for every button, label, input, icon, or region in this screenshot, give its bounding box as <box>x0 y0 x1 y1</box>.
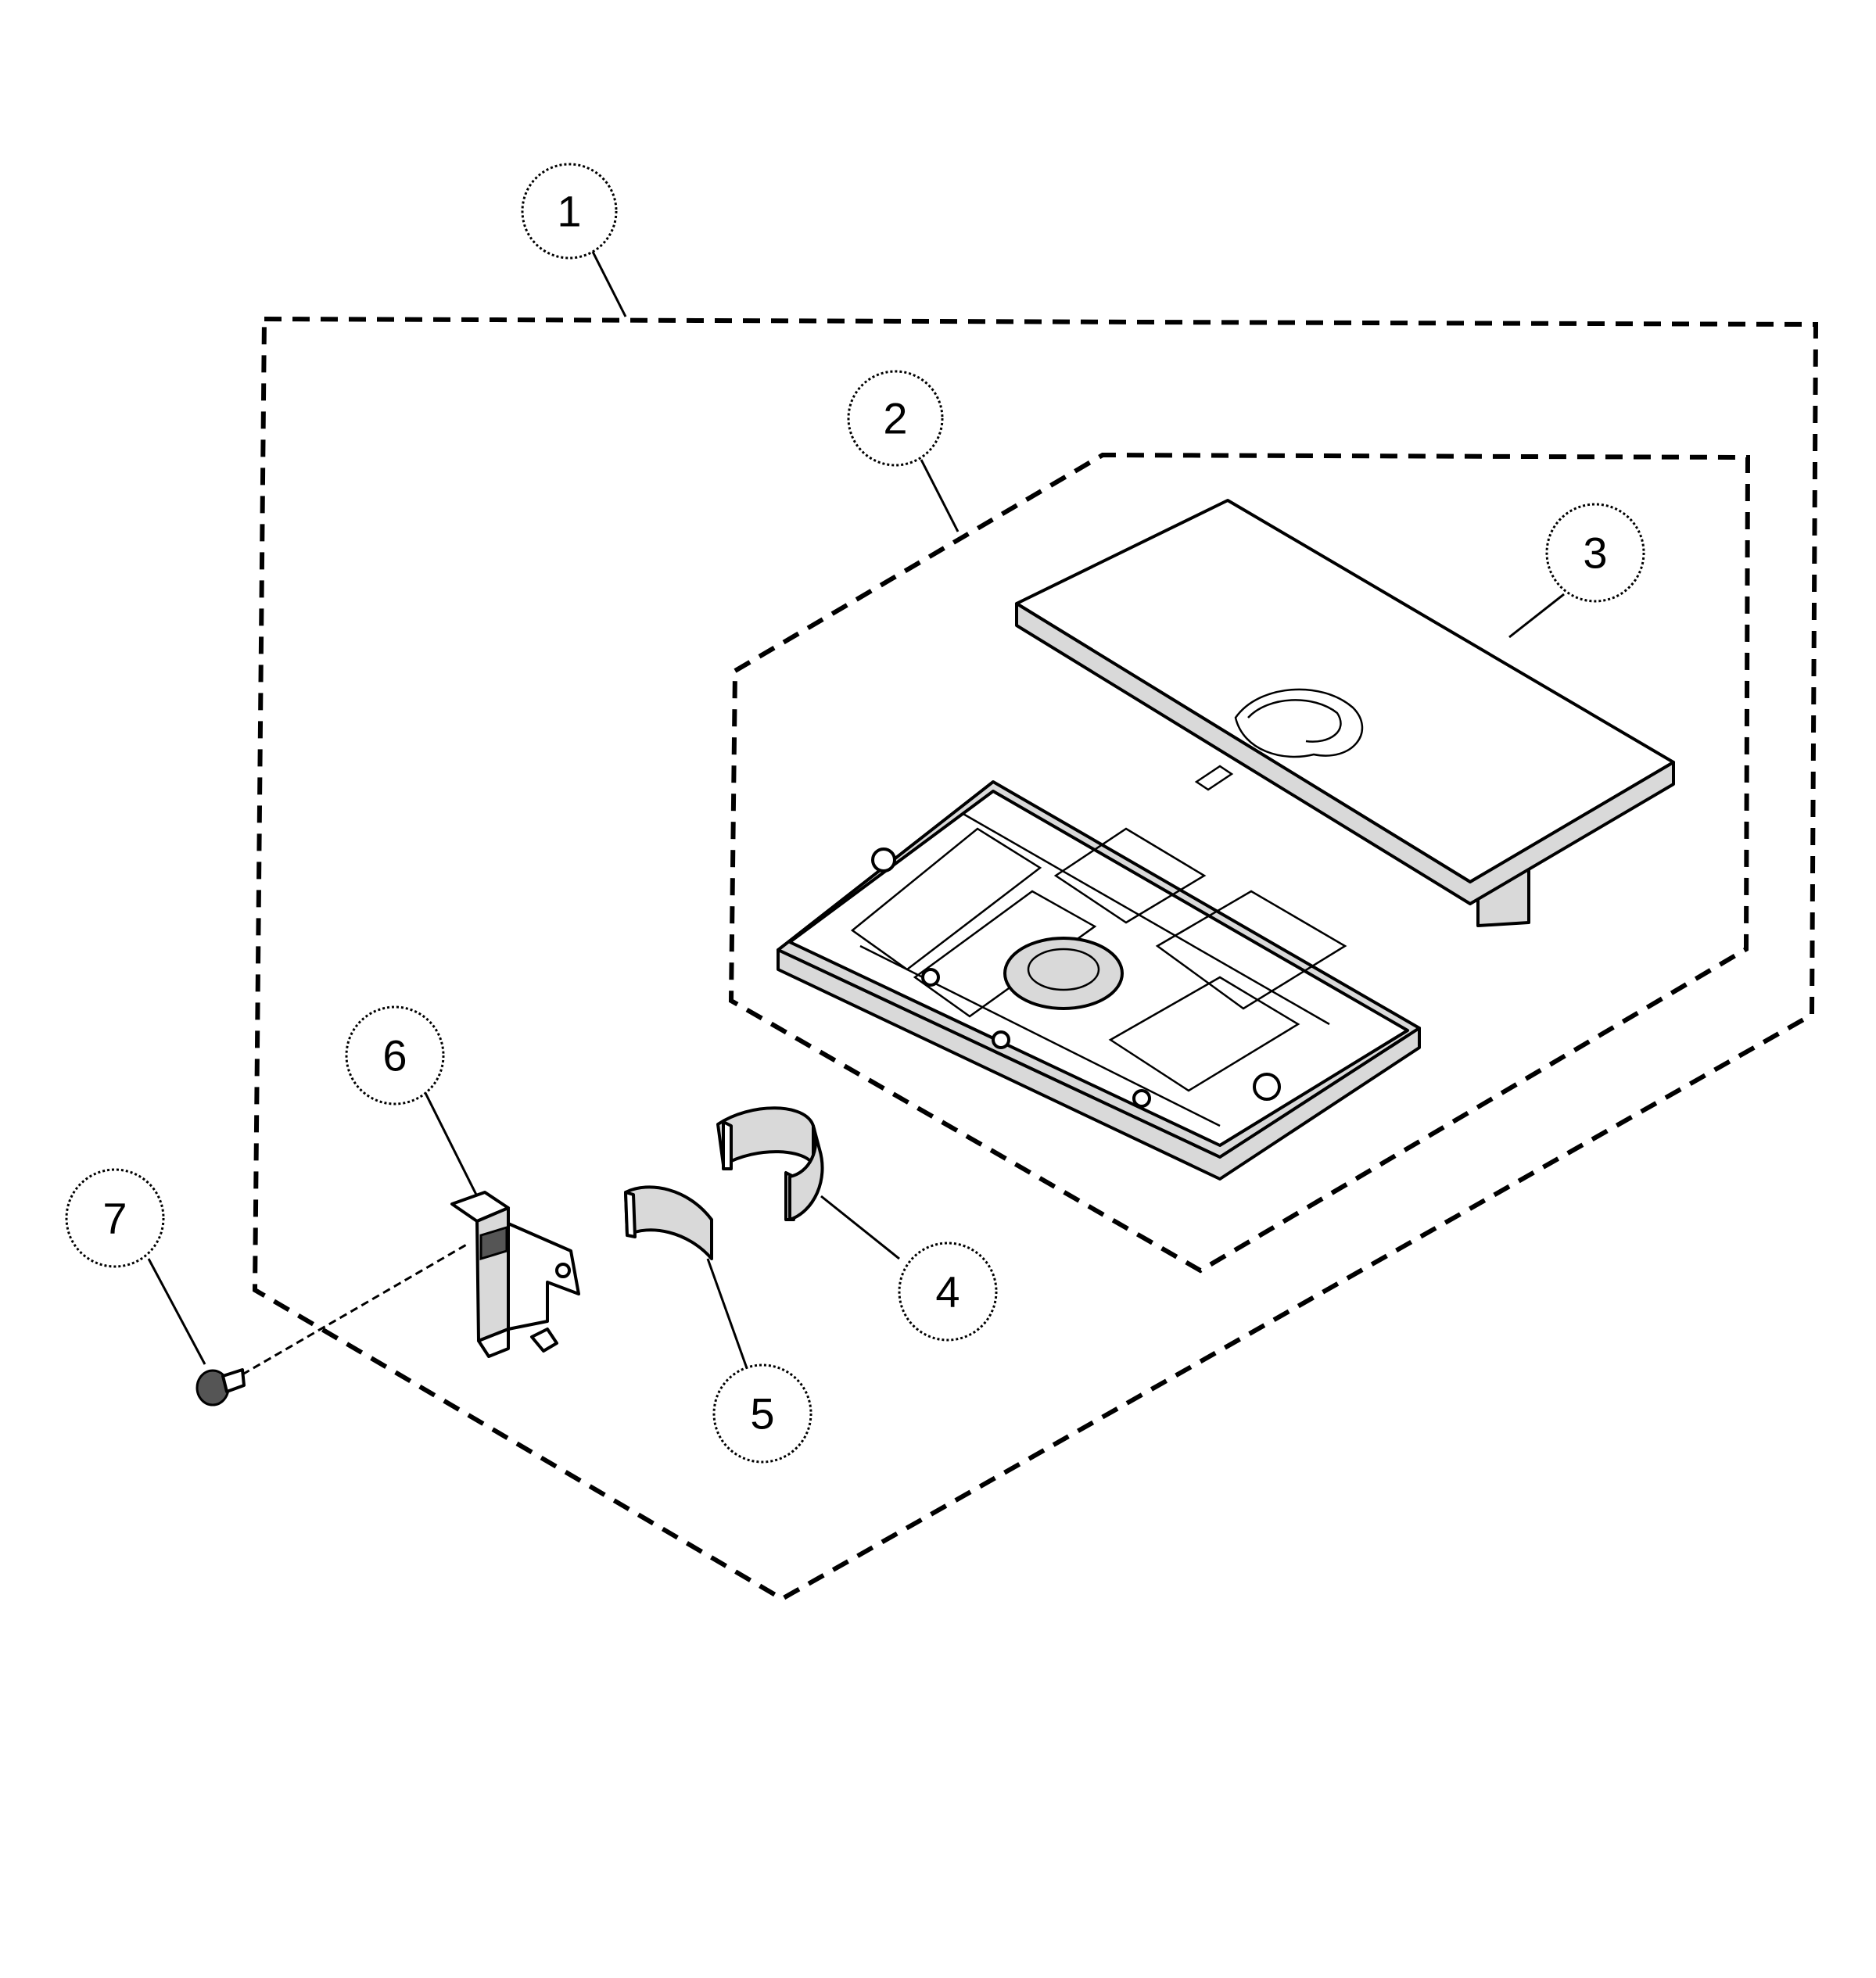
leader-2 <box>920 459 960 532</box>
callout-3: 3 <box>1545 503 1645 603</box>
callout-4: 4 <box>898 1242 998 1342</box>
callout-label: 2 <box>883 394 907 443</box>
callout-5: 5 <box>712 1363 812 1464</box>
callout-label: 3 <box>1583 529 1607 578</box>
screw <box>195 1368 246 1406</box>
callout-label: 7 <box>102 1194 127 1243</box>
assembly-outline-2 <box>728 452 1751 1274</box>
callout-1: 1 <box>521 163 618 260</box>
leader-3 <box>1508 593 1565 639</box>
curved-shim <box>624 1185 713 1260</box>
top-cover-plate <box>1015 499 1675 927</box>
leader-5 <box>706 1258 748 1369</box>
callout-6: 6 <box>345 1005 445 1105</box>
screw-axis-line <box>242 1242 470 1376</box>
leader-1 <box>591 251 627 317</box>
callout-7: 7 <box>65 1168 165 1268</box>
curved-strap <box>716 1106 824 1221</box>
leader-4 <box>820 1195 900 1260</box>
assembly-outline-1 <box>252 316 1819 1602</box>
leader-6 <box>421 1086 479 1197</box>
base-tray <box>777 780 1421 1181</box>
callout-2: 2 <box>847 370 944 467</box>
callout-label: 1 <box>557 187 581 236</box>
callout-label: 4 <box>935 1267 960 1317</box>
callout-label: 5 <box>750 1389 774 1439</box>
callout-label: 6 <box>382 1031 407 1080</box>
switch-bracket <box>450 1191 580 1358</box>
leader-7 <box>147 1258 206 1365</box>
